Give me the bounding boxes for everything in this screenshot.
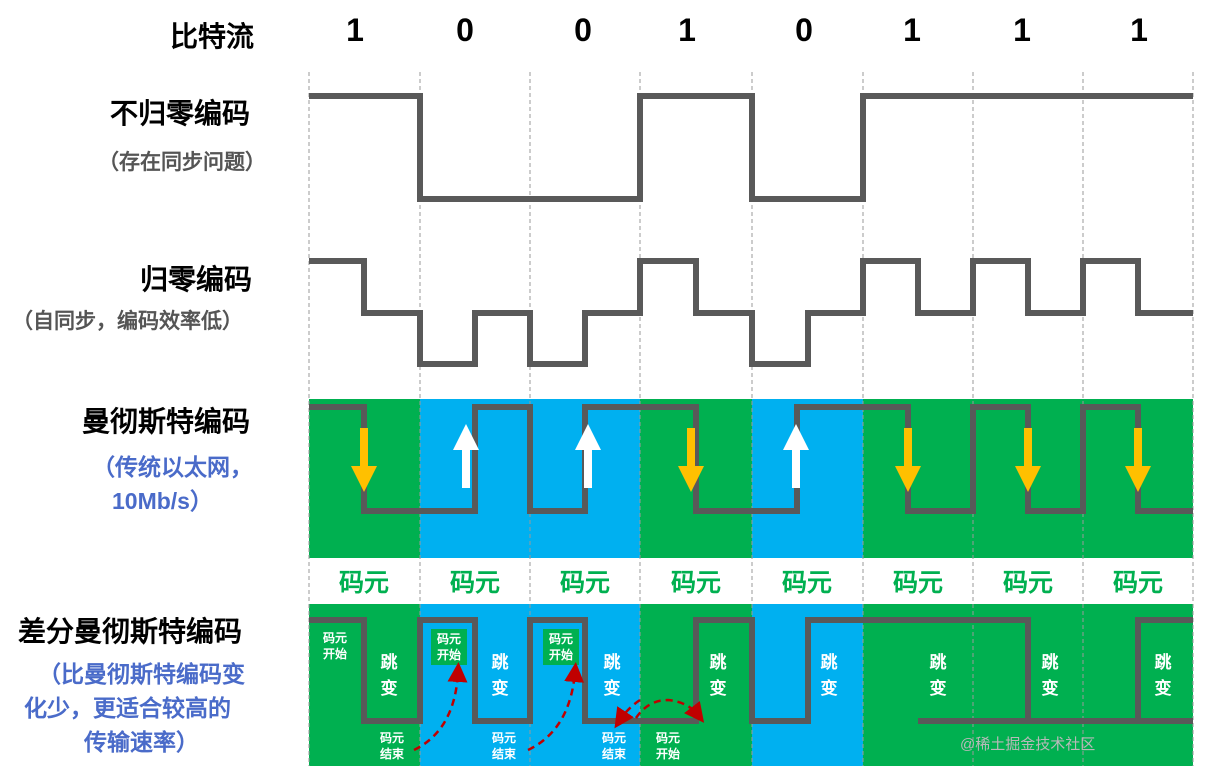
rz-note: （自同步，编码效率低） xyxy=(12,310,243,333)
jump-bottom-2: 变 xyxy=(604,678,621,698)
start-top-1: 码元 xyxy=(437,632,461,646)
jump-bottom-4: 变 xyxy=(821,678,838,698)
jump-top-7: 跳 xyxy=(1155,652,1172,672)
symbol-end-labels: 码元 结束 码元 结束 码元 结束 xyxy=(380,731,627,761)
symbol-label-0: 码元 xyxy=(339,569,389,597)
end-top-2: 码元 xyxy=(602,731,626,745)
end-bottom-2: 结束 xyxy=(602,746,627,761)
rz-waveform xyxy=(309,258,1193,367)
diff-note-2: 化少，更适合较高的 xyxy=(24,695,231,721)
rz-title: 归零编码 xyxy=(140,264,253,295)
bit-2: 0 xyxy=(574,12,592,48)
start-bottom-2: 开始 xyxy=(549,647,573,662)
symbol-labels: 码元 码元 码元 码元 码元 码元 码元 码元 xyxy=(339,569,1163,597)
start-top-2: 码元 xyxy=(549,632,573,646)
start-bottom-3: 开始 xyxy=(656,746,680,761)
jump-bottom-7: 变 xyxy=(1155,678,1172,698)
diff-note-3: 传输速率） xyxy=(84,729,199,755)
bit-4: 0 xyxy=(795,12,813,48)
symbol-label-3: 码元 xyxy=(671,569,721,597)
jump-top-5: 跳 xyxy=(930,652,947,672)
symbol-label-5: 码元 xyxy=(893,569,943,597)
symbol-label-2: 码元 xyxy=(560,569,610,597)
red-dashed-arrows xyxy=(413,662,705,752)
start-bottom-0: 开始 xyxy=(323,646,347,661)
symbol-start-labels: 码元 开始 码元 开始 码元 开始 码元 开始 xyxy=(323,629,680,761)
manchester-note-1: （传统以太网， xyxy=(92,454,253,480)
jump-labels: 跳变 跳变 跳变 跳变 跳变 跳变 跳变 跳变 xyxy=(381,652,1172,698)
bit-1: 0 xyxy=(456,12,474,48)
manchester-title: 曼彻斯特编码 xyxy=(82,406,251,437)
start-bottom-1: 开始 xyxy=(437,647,461,662)
nrz-note: （存在同步问题） xyxy=(98,151,266,174)
symbol-label-7: 码元 xyxy=(1113,569,1163,597)
symbol-label-1: 码元 xyxy=(450,569,500,597)
bit-0: 1 xyxy=(346,12,364,48)
jump-bottom-1: 变 xyxy=(492,678,509,698)
nrz-title: 不归零编码 xyxy=(110,98,251,129)
jump-top-0: 跳 xyxy=(381,652,398,672)
jump-bottom-6: 变 xyxy=(1042,678,1059,698)
jump-bottom-3: 变 xyxy=(710,678,727,698)
symbol-label-4: 码元 xyxy=(782,569,832,597)
symbol-label-6: 码元 xyxy=(1003,569,1053,597)
manchester-note-2: 10Mb/s） xyxy=(112,488,213,514)
bitstream-label: 比特流 xyxy=(170,21,255,52)
bit-6: 1 xyxy=(1013,12,1031,48)
end-top-1: 码元 xyxy=(492,731,516,745)
jump-bottom-0: 变 xyxy=(381,678,398,698)
diff-title: 差分曼彻斯特编码 xyxy=(18,616,243,647)
jump-top-4: 跳 xyxy=(821,652,838,672)
watermark: @稀土掘金技术社区 xyxy=(960,736,1096,753)
jump-top-6: 跳 xyxy=(1042,652,1059,672)
bit-5: 1 xyxy=(903,12,921,48)
diff-manchester-waveform xyxy=(309,617,1193,724)
manchester-background xyxy=(309,399,1193,558)
jump-top-3: 跳 xyxy=(710,652,727,672)
start-top-0: 码元 xyxy=(323,631,347,645)
jump-top-1: 跳 xyxy=(492,652,509,672)
manchester-arrows xyxy=(351,424,1151,492)
start-top-3: 码元 xyxy=(656,731,680,745)
jump-bottom-5: 变 xyxy=(930,678,947,698)
bit-3: 1 xyxy=(678,12,696,48)
end-bottom-0: 结束 xyxy=(380,746,405,761)
nrz-waveform xyxy=(309,93,1193,202)
jump-top-2: 跳 xyxy=(604,652,621,672)
diff-note-1: （比曼彻斯特编码变 xyxy=(38,661,245,687)
end-bottom-1: 结束 xyxy=(492,746,517,761)
end-top-0: 码元 xyxy=(380,731,404,745)
bit-7: 1 xyxy=(1130,12,1148,48)
